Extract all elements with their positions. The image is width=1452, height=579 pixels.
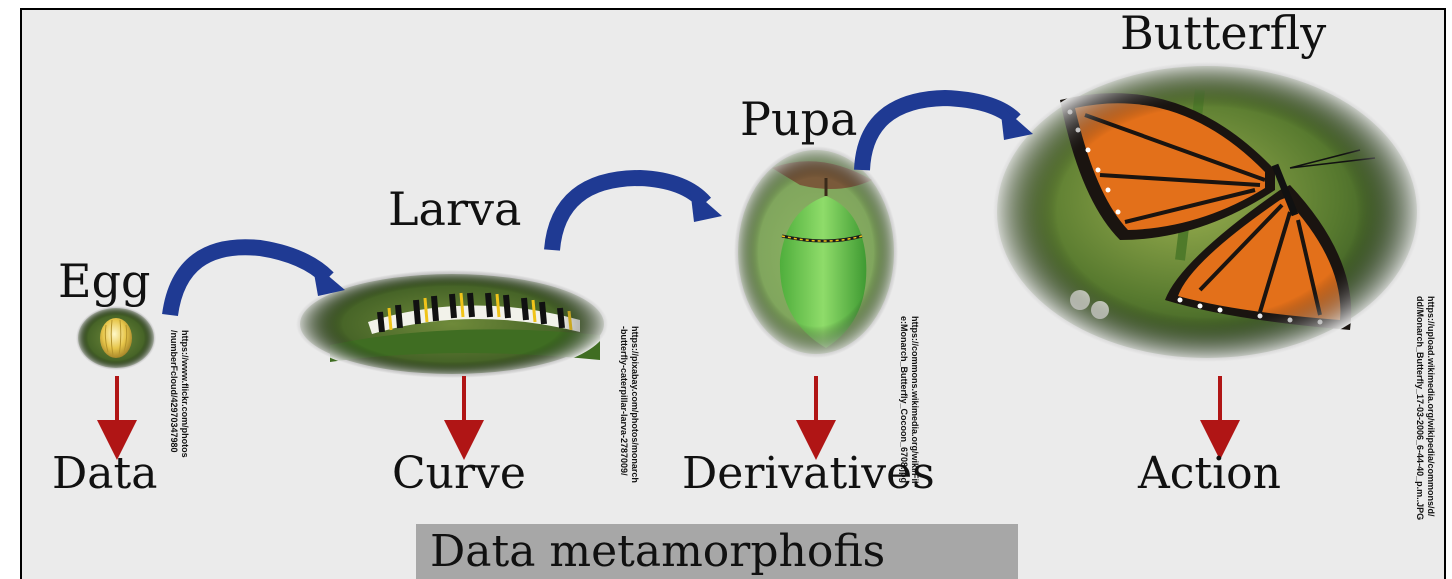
stage-title-butterfly: Butterfly: [1120, 10, 1326, 56]
image-credit-larva: https://pixabay.com/photos/monarch -butt…: [618, 326, 640, 483]
concept-label-action: Action: [1138, 452, 1281, 496]
image-credit-butterfly: https://upload.wikimedia.org/wikipedia/c…: [1414, 296, 1436, 520]
stage-title-larva: Larva: [388, 186, 521, 232]
concept-label-derivatives: Derivatives: [682, 452, 935, 496]
butterfly-image: [993, 62, 1421, 362]
stage-title-egg: Egg: [58, 258, 150, 304]
curved-arrow-larva-to-pupa: [552, 178, 722, 250]
concept-label-curve: Curve: [392, 452, 526, 496]
banner-title: Data metamorphofis: [430, 526, 885, 577]
stage-title-pupa: Pupa: [740, 96, 857, 142]
image-credit-egg: https://www.flickr.com/photos /numberFcl…: [168, 330, 190, 458]
larva-image: [296, 270, 608, 378]
pupa-image: [734, 146, 898, 358]
image-credit-pupa: https://commons.wikimedia.org/wiki/Fil e…: [898, 316, 920, 484]
egg-image: [76, 306, 156, 370]
down-arrows: [117, 376, 1220, 440]
concept-label-data: Data: [52, 452, 157, 496]
